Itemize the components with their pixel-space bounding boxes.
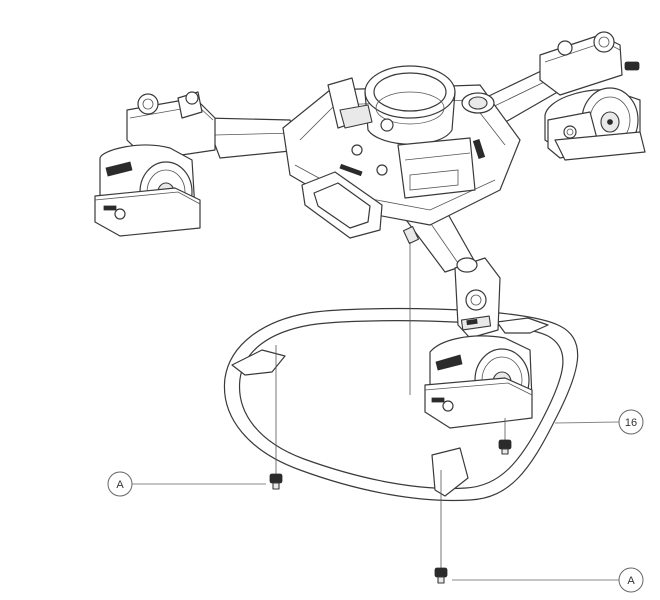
ring-tab-right (496, 317, 549, 334)
callout-a-bottom: A (452, 567, 644, 593)
ring-tab-left (231, 349, 286, 376)
caster-right (539, 31, 646, 161)
callout-16-label: 16 (625, 417, 637, 429)
callout-a-left-label: A (116, 479, 124, 491)
caster-front (424, 257, 533, 440)
thumb-screw-left (269, 345, 283, 490)
callout-a-bottom-label: A (627, 575, 635, 587)
thumb-screw-bottom (434, 470, 448, 584)
clamp-block (397, 137, 476, 199)
thumb-screw-right (498, 439, 512, 455)
caster-left (94, 91, 216, 237)
spreader-ring (223, 307, 579, 502)
callout-16: 16 (554, 409, 644, 435)
ring-tab-front (431, 447, 469, 497)
callout-a-left: A (107, 471, 266, 497)
